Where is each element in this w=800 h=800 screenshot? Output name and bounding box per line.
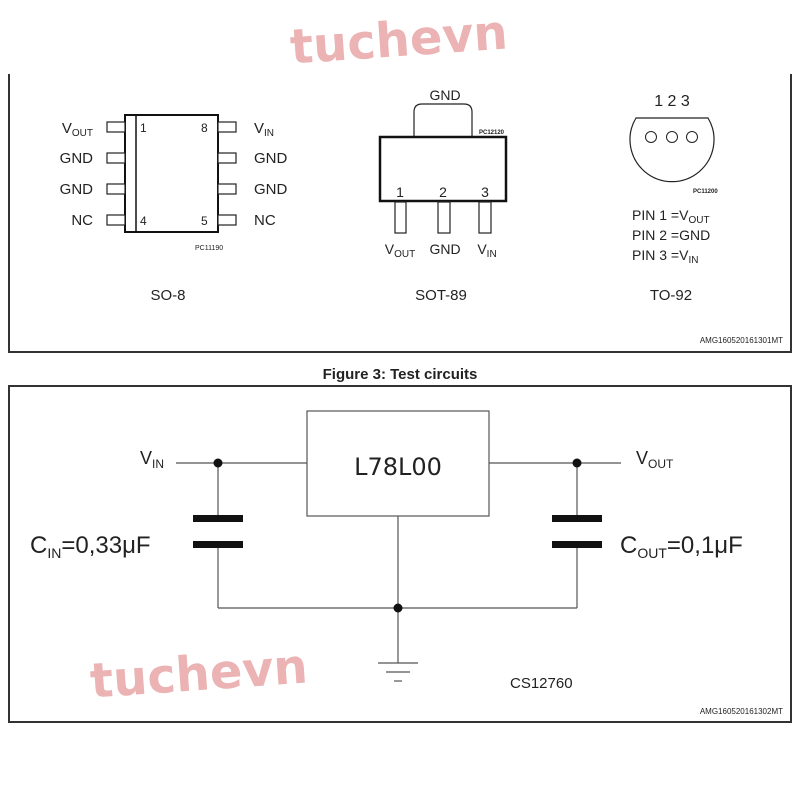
so8-code: PC11190 [195,245,223,252]
so8-pin [217,152,237,164]
so8-pin-label: VIN [254,120,274,139]
so8-pin-number: 5 [201,214,208,228]
sot89-tab [413,103,473,137]
so8-pin-label: GND [254,181,288,198]
figure-caption: Figure 3: Test circuits [323,366,478,383]
sot89-pin-label: VOUT [385,241,415,260]
so8-pin [217,183,237,195]
so8-pin [217,121,237,133]
so8-pin [106,152,126,164]
sot89-lead [394,201,407,234]
pinout-frame [8,74,792,353]
sot89-pin-label: GND [429,241,460,257]
so8-pin [217,214,237,226]
cout-label: COUT=0,1μF [620,532,743,561]
junction-dot [393,603,403,613]
cin-capacitor-plate [193,541,243,548]
sot89-pin-number: 1 [396,184,404,200]
so8-body [124,114,219,233]
pinout-figure-id: AMG160520161301MT [700,336,783,345]
to92-outline [629,117,715,183]
vin-label: VIN [140,448,164,471]
sot89-package: GND PC12120 1 2 3 VOUT GND VIN SOT-89 [378,87,508,304]
to92-package: 1 2 3 PC11200 PIN 1 =VOUT PIN 2 =GND PIN… [629,93,718,304]
to92-lead [645,131,657,143]
sot89-pin-number: 3 [481,184,489,200]
so8-package: VOUT GND GND NC VIN GND GND NC 1 4 8 5 P… [60,114,288,304]
so8-pin-label: NC [254,212,276,229]
junction-dot [213,458,223,468]
so8-pin-number: 1 [140,121,147,135]
to92-lead [686,131,698,143]
sot89-lead [437,201,451,234]
cin-label: CIN=0,33μF [30,532,151,561]
regulator-ic [306,410,490,517]
sot89-pin-label: VIN [477,241,496,260]
cout-capacitor-plate [552,541,602,548]
circuit-code: CS12760 [510,675,573,692]
cout-capacitor-plate [552,515,602,522]
so8-pin-label: GND [60,181,94,198]
so8-pin [106,121,126,133]
sot89-lead [478,201,492,234]
junction-dot [572,458,582,468]
so8-pin-label: VOUT [62,120,93,139]
to92-name: TO-92 [650,287,692,304]
to92-pin-map: PIN 2 =GND [632,227,710,243]
sot89-code: PC12120 [479,130,505,136]
to92-pin-numbers: 1 2 3 [654,93,690,110]
to92-code: PC11200 [693,189,718,195]
to92-pin-map: PIN 1 =VOUT [632,207,710,226]
so8-pin-number: 4 [140,214,147,228]
so8-pin-label: GND [254,150,288,167]
sot89-tab-label: GND [429,87,460,103]
so8-pin [106,183,126,195]
test-circuit-frame [8,385,792,723]
to92-lead [666,131,678,143]
sot89-body [378,135,508,203]
so8-pin-label: NC [71,212,93,229]
so8-name: SO-8 [150,287,185,304]
watermark: tuchevn [288,5,509,76]
sot89-pin-number: 2 [439,184,447,200]
sot89-name: SOT-89 [415,287,467,304]
vout-label: VOUT [636,448,674,471]
to92-pin-map: PIN 3 =VIN [632,247,698,266]
circuit-figure-id: AMG160520161302MT [700,707,783,716]
so8-pin [106,214,126,226]
watermark: tuchevn [88,639,309,710]
ic-label: L78L00 [354,453,442,481]
so8-pin-number: 8 [201,121,208,135]
cin-capacitor-plate [193,515,243,522]
so8-pin-label: GND [60,150,94,167]
